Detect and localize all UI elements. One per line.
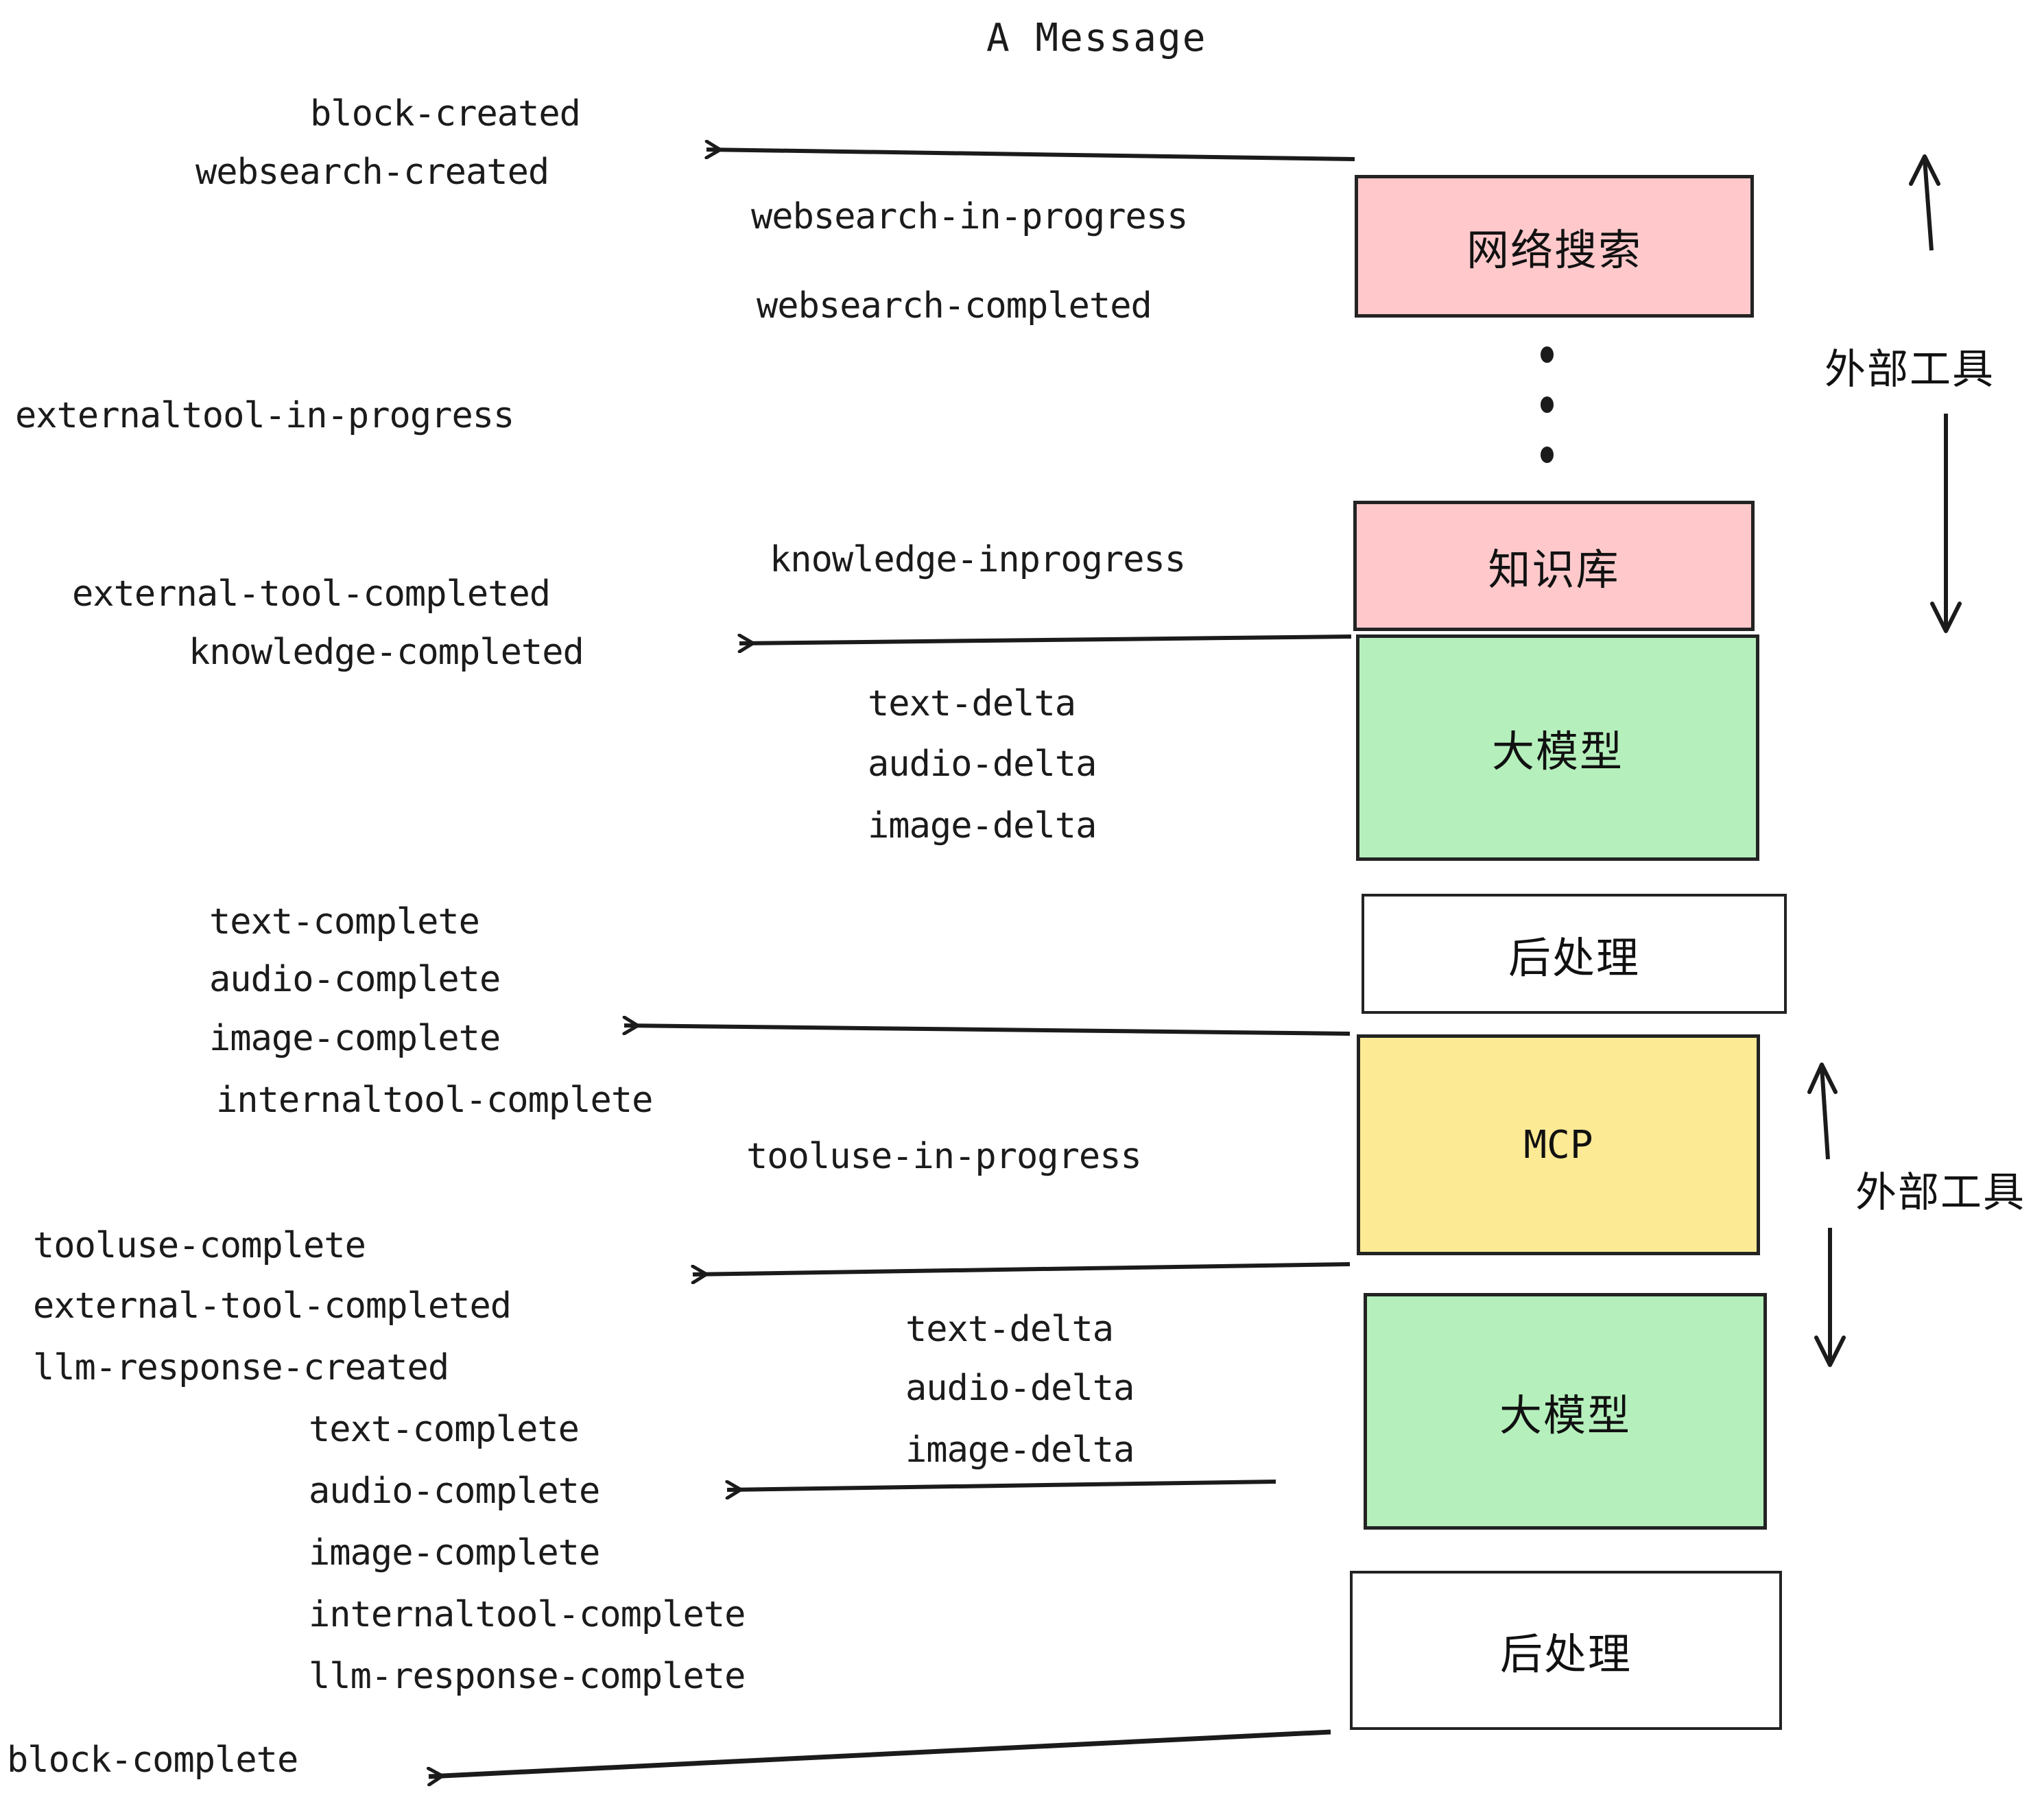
- box-websearch[interactable]: 网络搜索: [1355, 175, 1754, 318]
- event-audio-delta-2: audio-delta: [905, 1368, 1134, 1409]
- box-llm-1[interactable]: 大模型: [1356, 634, 1759, 861]
- event-audio-delta-1: audio-delta: [868, 744, 1097, 785]
- event-image-complete-1: image-complete: [209, 1018, 501, 1059]
- event-external-tool-completed-2: external-tool-completed: [33, 1285, 512, 1327]
- event-tooluse-complete: tooluse-complete: [33, 1225, 366, 1266]
- page-title: A Message: [986, 16, 1207, 60]
- event-image-delta-1: image-delta: [868, 805, 1097, 846]
- arrow-external-tool-down-bottom: [1814, 1228, 1846, 1367]
- box-llm-2[interactable]: 大模型: [1364, 1293, 1767, 1530]
- event-knowledge-completed: knowledge-completed: [189, 632, 584, 673]
- event-block-created: block-created: [310, 93, 581, 134]
- arrow-knowledge-completed: [739, 637, 1352, 643]
- event-externaltool-in-progress: externaltool-in-progress: [15, 395, 514, 436]
- event-external-tool-completed-1: external-tool-completed: [72, 573, 551, 615]
- label-external-tool-bottom: 外部工具: [1855, 1169, 2025, 1217]
- event-audio-complete-1: audio-complete: [209, 959, 501, 1000]
- event-text-complete-1: text-complete: [209, 901, 480, 942]
- ellipsis-dot: [1540, 447, 1554, 463]
- event-text-delta-2: text-delta: [905, 1309, 1114, 1350]
- event-block-complete: block-complete: [7, 1740, 298, 1781]
- box-knowledgebase[interactable]: 知识库: [1353, 501, 1755, 631]
- arrow-external-tool-down-top: [1930, 414, 1962, 633]
- event-image-complete-2: image-complete: [309, 1532, 600, 1574]
- event-llm-response-created: llm-response-created: [33, 1347, 449, 1388]
- event-knowledge-inprogress: knowledge-inprogress: [770, 539, 1186, 580]
- event-internaltool-complete-1: internaltool-complete: [216, 1080, 653, 1121]
- event-text-delta-1: text-delta: [868, 683, 1076, 724]
- arrow-block-complete: [429, 1729, 1331, 1777]
- event-llm-response-complete: llm-response-complete: [309, 1656, 746, 1697]
- event-audio-complete-2: audio-complete: [309, 1471, 600, 1512]
- event-websearch-completed: websearch-completed: [757, 285, 1152, 327]
- event-internaltool-complete-2: internaltool-complete: [309, 1594, 746, 1635]
- event-text-complete-2: text-complete: [309, 1409, 580, 1450]
- label-external-tool-top: 外部工具: [1825, 346, 1995, 394]
- arrow-audio-complete: [727, 1480, 1276, 1490]
- box-postprocess-1[interactable]: 后处理: [1362, 894, 1787, 1014]
- arrow-websearch-created: [706, 150, 1355, 161]
- arrow-image-complete: [624, 1025, 1351, 1036]
- arrow-external-tool-up-bottom: [1807, 1063, 1838, 1160]
- box-mcp[interactable]: MCP: [1357, 1034, 1760, 1255]
- box-postprocess-2[interactable]: 后处理: [1350, 1571, 1782, 1730]
- ellipsis-dot: [1540, 396, 1554, 413]
- vertical-ellipsis: [1540, 346, 1554, 463]
- event-tooluse-in-progress: tooluse-in-progress: [746, 1136, 1142, 1177]
- event-websearch-in-progress: websearch-in-progress: [751, 196, 1188, 237]
- event-websearch-created: websearch-created: [195, 152, 549, 193]
- arrow-external-tool-up-top: [1909, 154, 1940, 251]
- event-image-delta-2: image-delta: [905, 1429, 1134, 1471]
- arrow-tooluse-complete: [693, 1262, 1351, 1274]
- ellipsis-dot: [1540, 346, 1554, 363]
